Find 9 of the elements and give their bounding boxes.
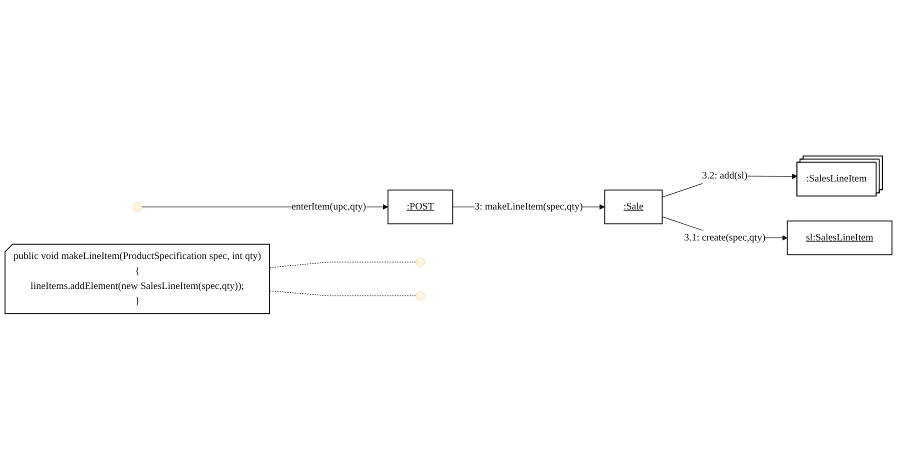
edge-label: 3: makeLineItem(spec,qty): [474, 200, 583, 212]
edge-label: 3.1: create(spec,qty): [684, 232, 766, 243]
connector: [270, 261, 416, 268]
connector: [270, 290, 416, 296]
node-box: :Sale: [604, 189, 663, 224]
node-box: sl:SalesLineItem: [786, 220, 892, 255]
node-box: :POST: [388, 189, 454, 224]
edge-label: enterItem(upc,qty): [291, 200, 366, 212]
edge-label: 3.2: add(sl): [702, 170, 748, 181]
